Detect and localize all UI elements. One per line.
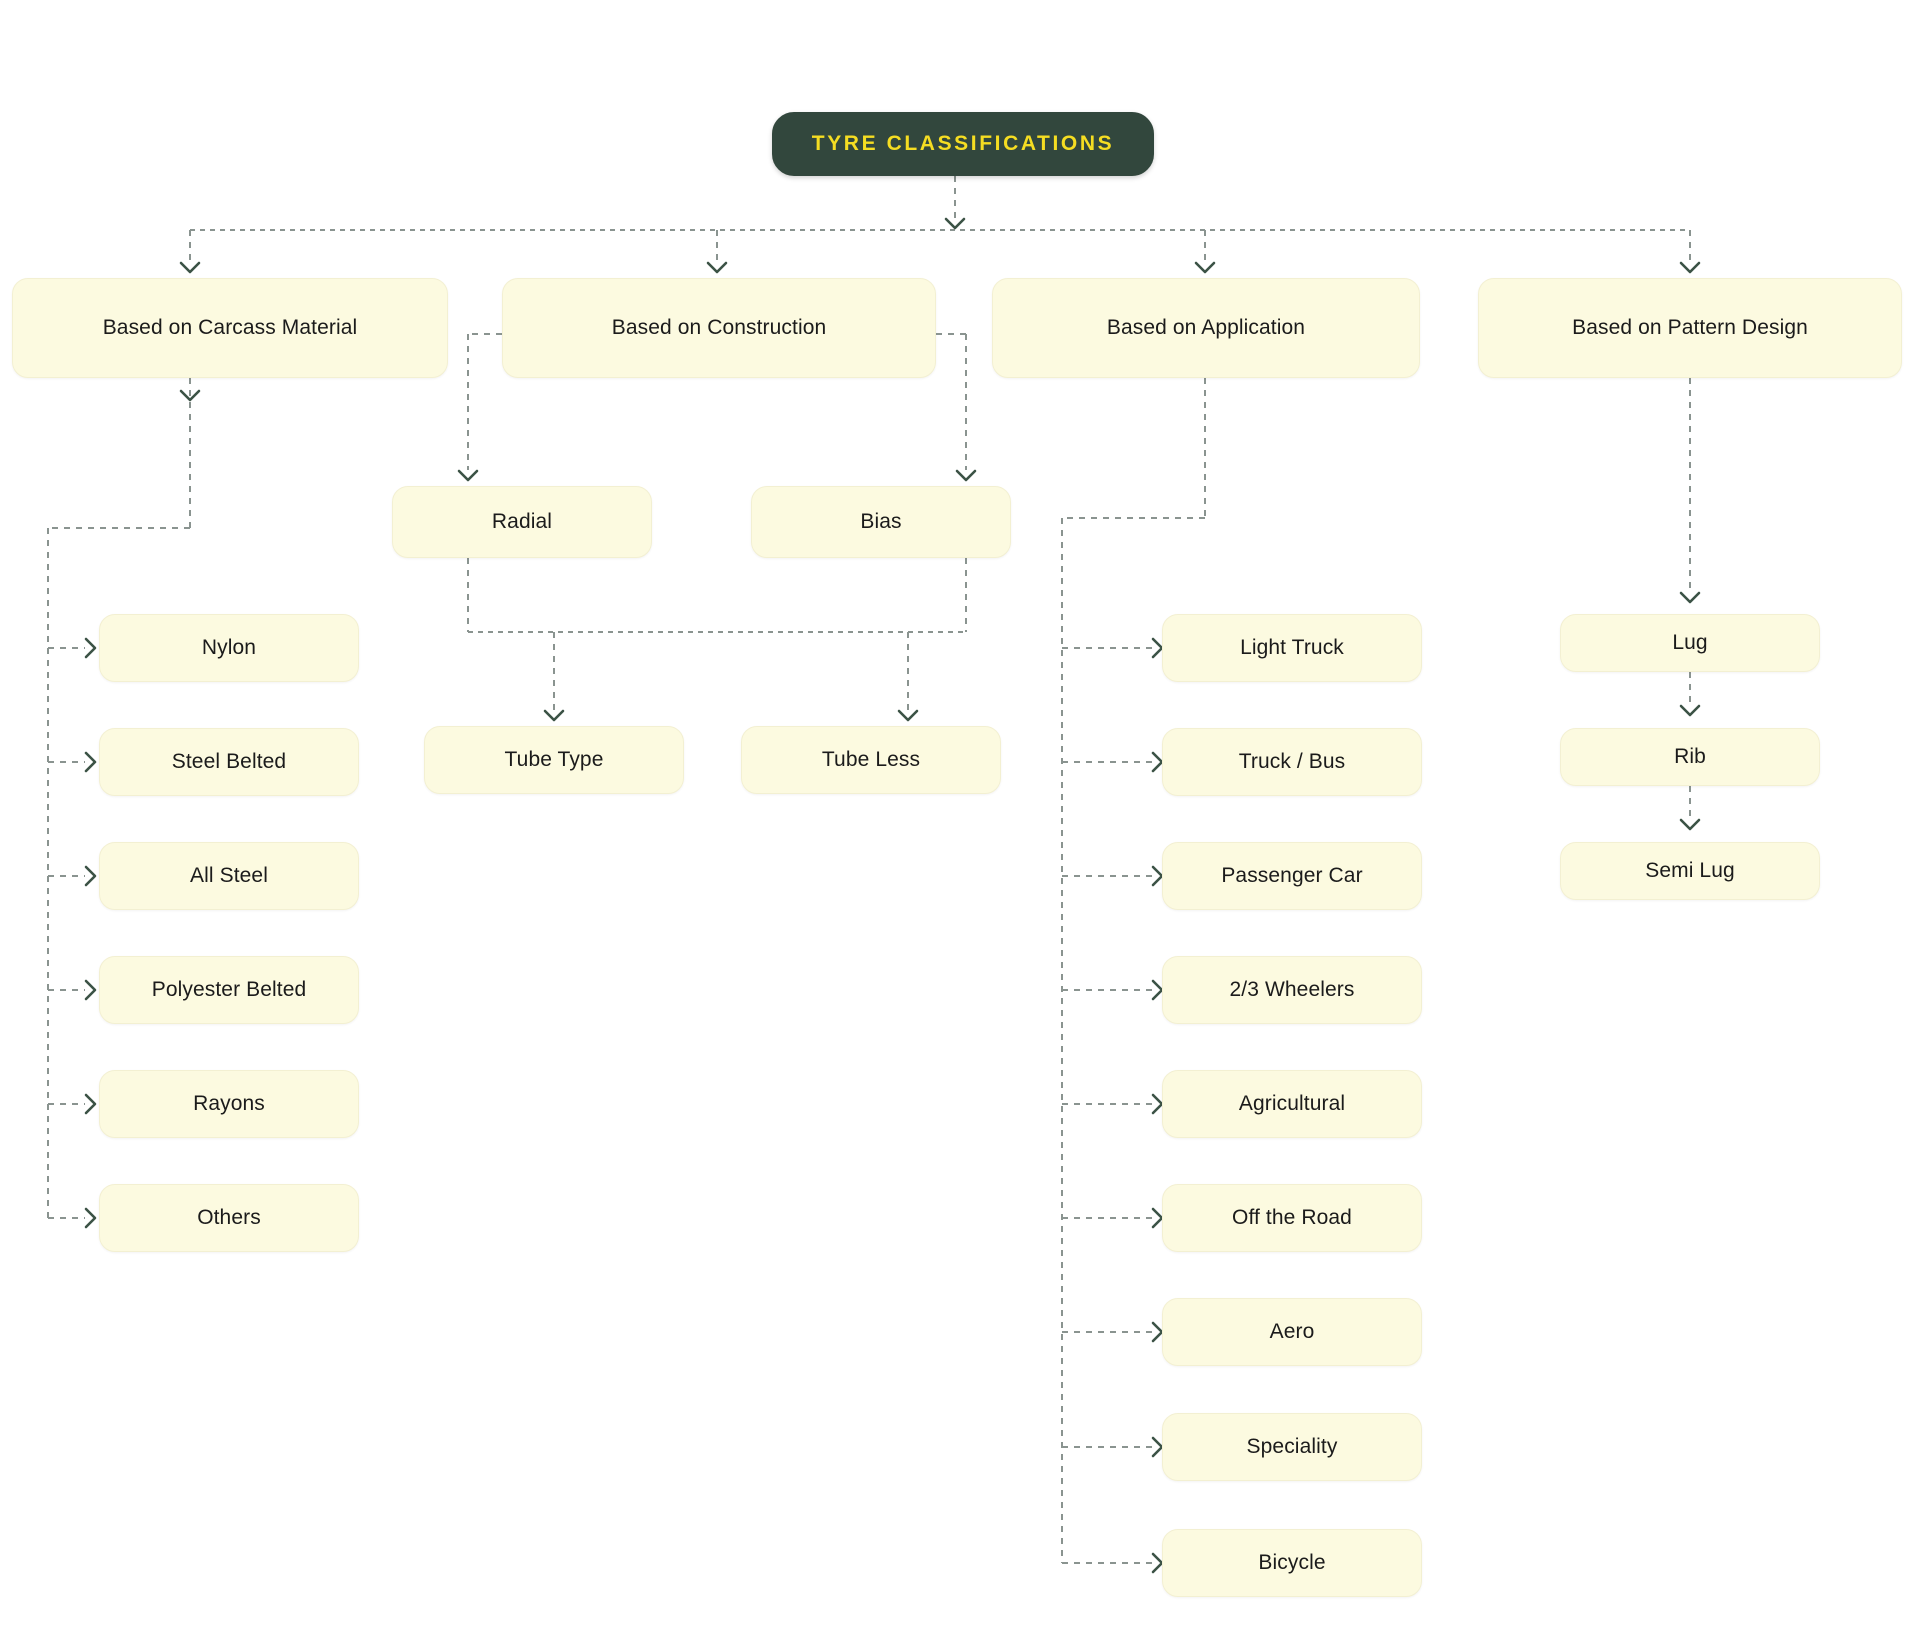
leaf-label-tube-less: Tube Less bbox=[821, 747, 921, 771]
leaf-label-lug: Lug bbox=[1672, 630, 1708, 654]
leaf-node-aero[interactable]: Aero bbox=[1162, 1298, 1422, 1366]
arrow-all-steel bbox=[84, 865, 97, 887]
leaf-label-bias: Bias bbox=[860, 509, 902, 533]
leaf-label-others: Others bbox=[197, 1205, 261, 1229]
leaf-label-bicycle: Bicycle bbox=[1258, 1550, 1326, 1574]
arrow-bias bbox=[955, 469, 977, 482]
arrow-pattern-rib bbox=[1679, 704, 1701, 717]
leaf-node-nylon[interactable]: Nylon bbox=[99, 614, 359, 682]
arrow-truck-bus bbox=[1151, 751, 1164, 773]
arrow-polyester-belted bbox=[84, 979, 97, 1001]
arrow-others bbox=[84, 1207, 97, 1229]
leaf-label-radial: Radial bbox=[491, 509, 553, 533]
leaf-node-bicycle[interactable]: Bicycle bbox=[1162, 1529, 1422, 1597]
branch-node-pattern-design[interactable]: Based on Pattern Design bbox=[1478, 278, 1902, 378]
leaf-label-rib: Rib bbox=[1674, 744, 1706, 768]
arrow-wheelers bbox=[1151, 979, 1164, 1001]
arrow-pattern-lug bbox=[1679, 591, 1701, 604]
arrow-passenger-car bbox=[1151, 865, 1164, 887]
branch-label-pattern-design: Based on Pattern Design bbox=[1572, 315, 1808, 339]
arrow-tube-less bbox=[897, 709, 919, 722]
arrow-nylon bbox=[84, 637, 97, 659]
leaf-label-wheelers: 2/3 Wheelers bbox=[1229, 977, 1355, 1001]
leaf-label-semi-lug: Semi Lug bbox=[1645, 858, 1735, 882]
root-node-tyre-classifications[interactable]: TYRE CLASSIFICATIONS bbox=[772, 112, 1154, 176]
leaf-label-rayons: Rayons bbox=[193, 1091, 265, 1115]
arrow-pattern-semi-lug bbox=[1679, 818, 1701, 831]
arrow-agricultural bbox=[1151, 1093, 1164, 1115]
leaf-node-tube-less[interactable]: Tube Less bbox=[741, 726, 1001, 794]
leaf-node-steel-belted[interactable]: Steel Belted bbox=[99, 728, 359, 796]
leaf-node-lug[interactable]: Lug bbox=[1560, 614, 1820, 672]
arrow-aero bbox=[1151, 1321, 1164, 1343]
leaf-label-agricultural: Agricultural bbox=[1238, 1091, 1346, 1115]
leaf-label-nylon: Nylon bbox=[201, 635, 257, 659]
branch-node-construction[interactable]: Based on Construction bbox=[502, 278, 936, 378]
leaf-node-all-steel[interactable]: All Steel bbox=[99, 842, 359, 910]
branch-label-construction: Based on Construction bbox=[611, 315, 827, 339]
arrow-tube-type bbox=[543, 709, 565, 722]
arrow-pattern bbox=[1679, 261, 1701, 274]
arrow-steel-belted bbox=[84, 751, 97, 773]
leaf-label-off-the-road: Off the Road bbox=[1232, 1205, 1352, 1229]
leaf-node-bias[interactable]: Bias bbox=[751, 486, 1011, 558]
branch-label-application: Based on Application bbox=[1106, 315, 1306, 339]
leaf-label-polyester-belted: Polyester Belted bbox=[151, 977, 307, 1001]
leaf-label-speciality: Speciality bbox=[1246, 1434, 1338, 1458]
arrow-radial bbox=[457, 469, 479, 482]
leaf-node-tube-type[interactable]: Tube Type bbox=[424, 726, 684, 794]
leaf-label-light-truck: Light Truck bbox=[1240, 635, 1344, 659]
arrow-rayons bbox=[84, 1093, 97, 1115]
leaf-node-wheelers[interactable]: 2/3 Wheelers bbox=[1162, 956, 1422, 1024]
leaf-label-all-steel: All Steel bbox=[190, 863, 268, 887]
leaf-node-truck-bus[interactable]: Truck / Bus bbox=[1162, 728, 1422, 796]
leaf-node-semi-lug[interactable]: Semi Lug bbox=[1560, 842, 1820, 900]
leaf-node-radial[interactable]: Radial bbox=[392, 486, 652, 558]
branch-node-carcass-material[interactable]: Based on Carcass Material bbox=[12, 278, 448, 378]
leaf-label-truck-bus: Truck / Bus bbox=[1238, 749, 1346, 773]
arrow-light-truck bbox=[1151, 637, 1164, 659]
leaf-node-passenger-car[interactable]: Passenger Car bbox=[1162, 842, 1422, 910]
arrow-carcass bbox=[179, 261, 201, 274]
leaf-node-off-the-road[interactable]: Off the Road bbox=[1162, 1184, 1422, 1252]
branch-label-carcass-material: Based on Carcass Material bbox=[102, 315, 358, 339]
arrow-carcass-stem bbox=[179, 389, 201, 402]
leaf-node-polyester-belted[interactable]: Polyester Belted bbox=[99, 956, 359, 1024]
leaf-node-rib[interactable]: Rib bbox=[1560, 728, 1820, 786]
root-node-label: TYRE CLASSIFICATIONS bbox=[811, 131, 1115, 155]
arrow-speciality bbox=[1151, 1436, 1164, 1458]
leaf-node-others[interactable]: Others bbox=[99, 1184, 359, 1252]
leaf-label-aero: Aero bbox=[1269, 1319, 1315, 1343]
arrow-construction bbox=[706, 261, 728, 274]
leaf-label-passenger-car: Passenger Car bbox=[1221, 863, 1363, 887]
leaf-node-rayons[interactable]: Rayons bbox=[99, 1070, 359, 1138]
leaf-label-tube-type: Tube Type bbox=[504, 747, 604, 771]
leaf-node-light-truck[interactable]: Light Truck bbox=[1162, 614, 1422, 682]
leaf-label-steel-belted: Steel Belted bbox=[171, 749, 287, 773]
arrow-application bbox=[1194, 261, 1216, 274]
arrow-root-stem bbox=[944, 217, 966, 230]
arrow-off-the-road bbox=[1151, 1207, 1164, 1229]
branch-node-application[interactable]: Based on Application bbox=[992, 278, 1420, 378]
arrow-bicycle bbox=[1151, 1552, 1164, 1574]
leaf-node-agricultural[interactable]: Agricultural bbox=[1162, 1070, 1422, 1138]
leaf-node-speciality[interactable]: Speciality bbox=[1162, 1413, 1422, 1481]
